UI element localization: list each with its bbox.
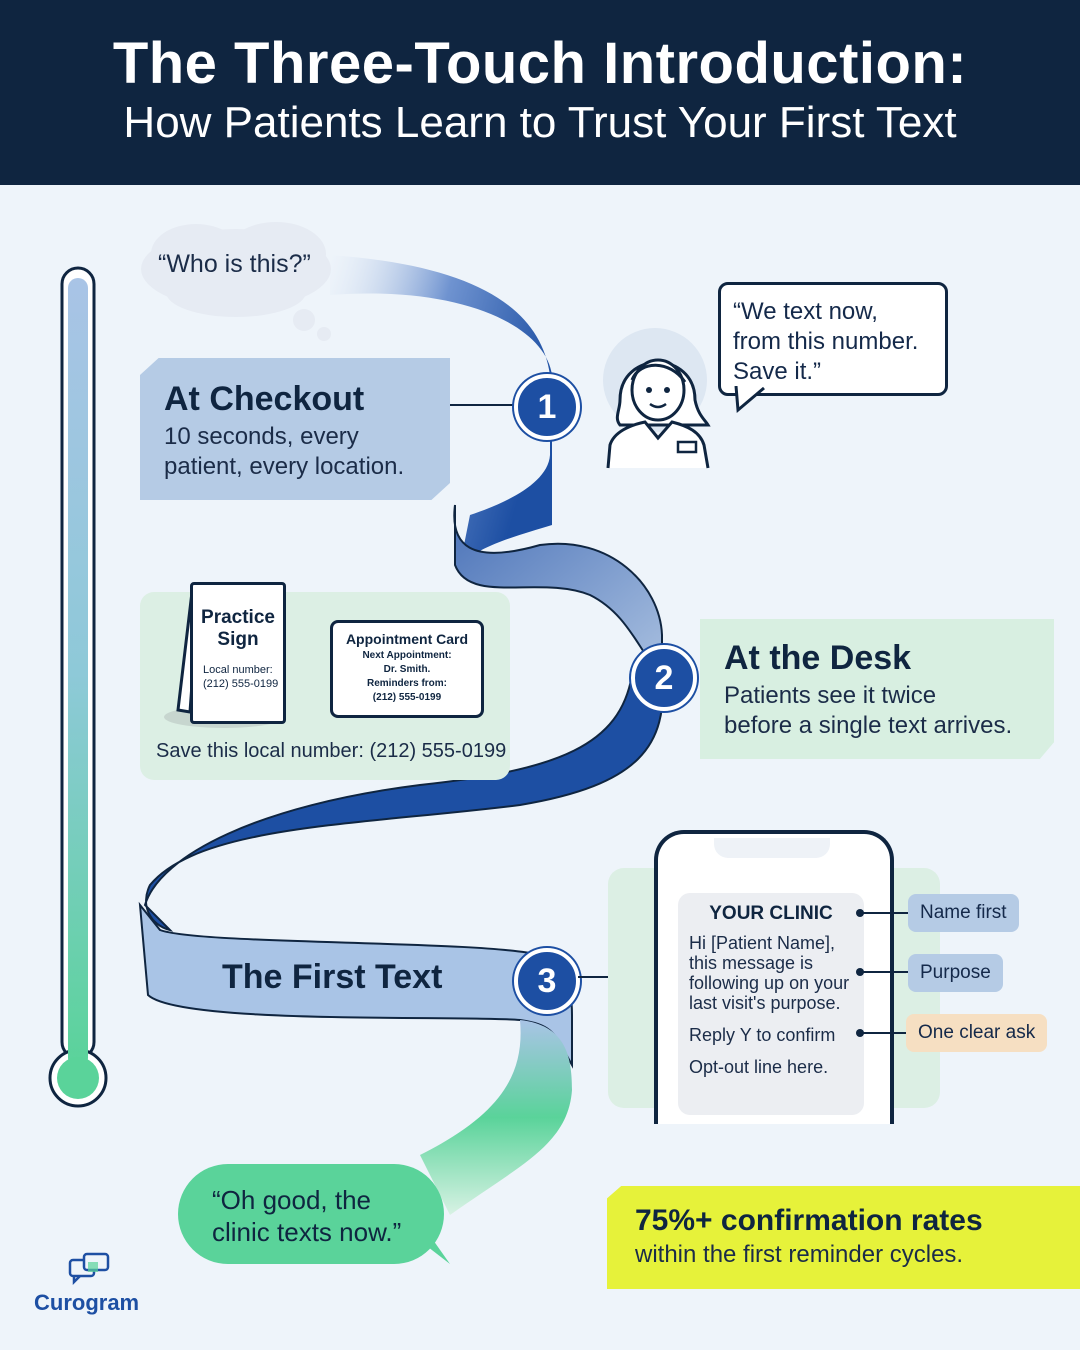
appointment-card: Appointment Card Next Appointment:Dr. Sm… bbox=[330, 620, 484, 718]
thought-cloud bbox=[141, 222, 331, 341]
step1-connector bbox=[450, 404, 515, 406]
outcome-bubble-tail bbox=[406, 1230, 450, 1264]
page-subtitle: How Patients Learn to Trust Your First T… bbox=[123, 98, 957, 147]
callout-name-first: Name first bbox=[908, 894, 1019, 932]
ribbon-segment-4 bbox=[138, 901, 573, 1069]
staff-speech-bubble: “We text now,from this number.Save it.” bbox=[718, 282, 948, 396]
trust-thermometer bbox=[48, 266, 108, 1108]
step3-connector bbox=[578, 976, 608, 978]
staff-person-icon bbox=[603, 328, 711, 469]
header-banner: The Three-Touch Introduction: How Patien… bbox=[0, 0, 1080, 185]
stat-headline: 75%+ confirmation rates bbox=[635, 1204, 983, 1237]
confirmation-stat: 75%+ confirmation rates within the first… bbox=[607, 1186, 1080, 1289]
message-reply-instruction: Reply Y to confirm bbox=[689, 1025, 836, 1045]
desk-caption: Save this local number: (212) 555-0199 bbox=[156, 740, 507, 762]
step3-number-badge: 3 bbox=[514, 948, 580, 1014]
journey-ribbon bbox=[138, 255, 664, 1215]
step3-title: The First Text bbox=[222, 958, 443, 996]
step1-title: At Checkout bbox=[164, 380, 365, 418]
thought-bubble-text: “Who is this?” bbox=[158, 250, 311, 278]
text-message: YOUR CLINIC Hi [Patient Name],this messa… bbox=[678, 893, 864, 1115]
callout-one-clear-ask: One clear ask bbox=[906, 1014, 1048, 1052]
logo-wordmark: Curogram bbox=[34, 1290, 140, 1315]
step2-title: At the Desk bbox=[724, 639, 912, 677]
step1-number-badge: 1 bbox=[514, 374, 580, 440]
callout-purpose: Purpose bbox=[908, 954, 1003, 992]
callout-connectors bbox=[856, 909, 910, 1037]
step2-number-badge: 2 bbox=[631, 645, 697, 711]
chat-bubbles-icon bbox=[68, 1252, 110, 1286]
ribbon-segment-1 bbox=[330, 255, 552, 565]
ribbon-segment-5 bbox=[420, 1020, 572, 1215]
message-optout: Opt-out line here. bbox=[689, 1057, 829, 1077]
speech-bubble-tail bbox=[734, 386, 765, 414]
page-title: The Three-Touch Introduction: bbox=[112, 31, 968, 96]
stat-body: within the first reminder cycles. bbox=[635, 1241, 964, 1268]
phone-notch bbox=[714, 838, 830, 858]
message-sender: YOUR CLINIC bbox=[709, 903, 833, 924]
